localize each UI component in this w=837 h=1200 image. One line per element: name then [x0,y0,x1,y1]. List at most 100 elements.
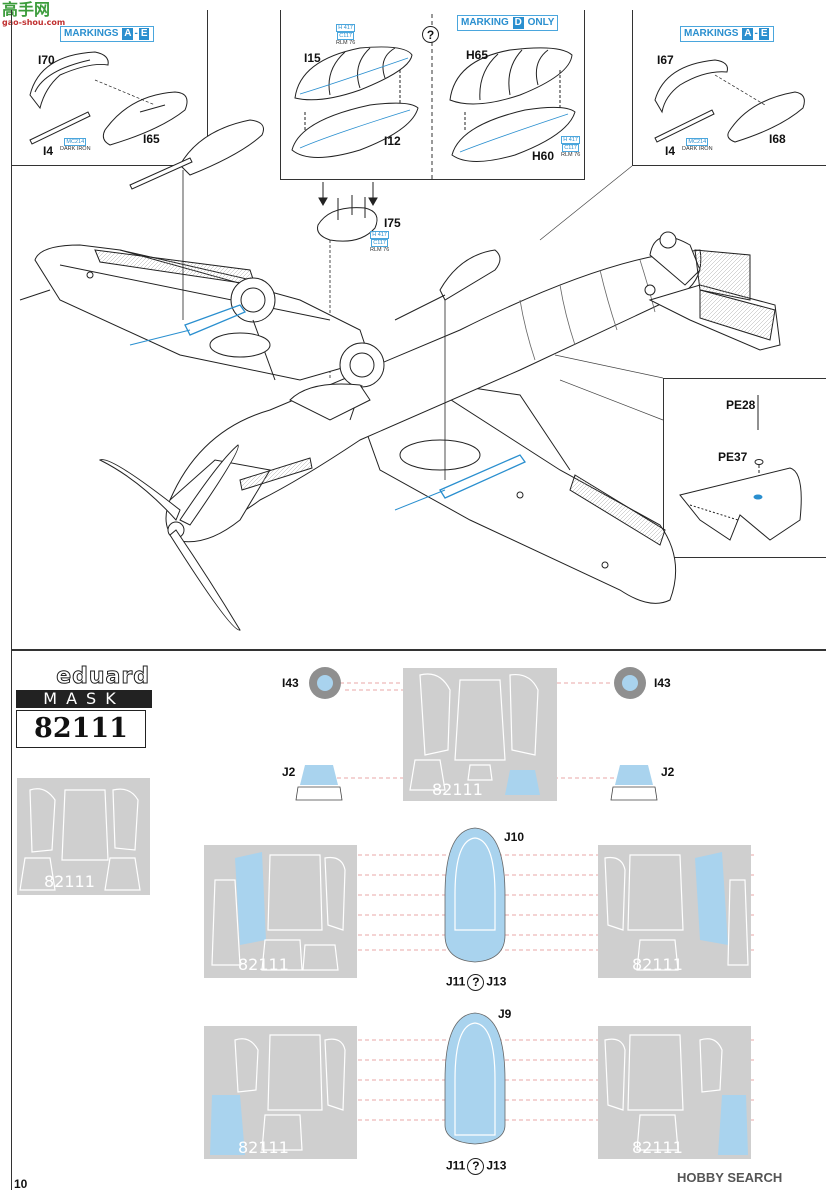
markings-center-tag: MARKING D ONLY [457,15,559,31]
part-i67-drawing [654,59,728,114]
sheet-code-row2-left: 82111 [238,1138,289,1157]
paint-rlm76-h60: RLM 76 [561,152,581,158]
inset-center-frame [280,10,585,180]
mask-i43-right-drawing [614,667,646,699]
eduard-mask-logo: eduard MASK [16,665,152,708]
gear-door-inset-drawing [679,395,802,541]
mask-label-j13-b: J13 [486,1158,507,1173]
inset-left-frame [11,10,208,166]
label-pe28: PE28 [726,398,756,412]
mask-label-j11-a: J11 [446,974,466,989]
part-i15-canopy [294,46,413,101]
question-mark-icon: ? [422,26,439,43]
paint-callout-i15: H 417 C117 RLM 76 [336,24,355,46]
part-i4-left-drawing [29,111,91,145]
markings-left-letter-a: A [122,28,134,40]
label-h65: H65 [466,48,489,62]
markings-center-letter-d: D [512,17,524,29]
part-i65-drawing [102,91,188,146]
paint-dark-iron-right: DARK IRON [682,146,713,152]
markings-right-sep: - [754,28,758,39]
mask-j9-drawing [444,1012,506,1145]
sheet-code-brand: 82111 [44,872,95,891]
markings-right-letter-e: E [758,28,770,40]
paint-mc214-left: MC214 [64,138,87,146]
markings-left-letter-e: E [138,28,150,40]
markings-right-prefix: MARKINGS [684,28,739,39]
mask-label-j2-right: J2 [661,765,675,779]
inset-right-frame [632,10,826,166]
label-i4-left: I4 [43,144,54,158]
paint-c117-h60: C117 [562,144,579,152]
mask-label-i43-left: I43 [282,676,299,690]
inset-gear-door-frame [663,378,826,558]
mask-label-j2-left: J2 [282,765,296,779]
mask-sheet-brand [17,778,150,895]
label-h60: H60 [532,149,555,163]
question-mark-icon: ? [467,974,485,991]
aircraft-drawing [19,231,781,631]
part-i4-right-drawing [654,109,715,143]
watermark-url: gao-shou.com [2,18,66,27]
markings-right-letter-a: A [742,28,754,40]
watermark-title: 高手网 [2,0,51,19]
mask-j10-drawing [444,827,506,963]
question-mark-icon: ? [467,1158,485,1175]
part-i75-drawing [317,195,378,242]
paint-h417-h60: H 417 [561,136,580,144]
part-i12-frame [291,102,419,158]
paint-rlm76-i75: RLM 76 [370,247,390,253]
sheet-code-center: 82111 [432,780,483,799]
page-number: 10 [14,1177,28,1191]
hobby-search-logo: HOBBY SEARCH [677,1170,783,1185]
mask-label-j13-a: J13 [486,974,507,989]
mask-section-frame [11,650,826,1190]
paint-c117-i15: C117 [337,32,354,40]
mask-sheet-row1-left [204,845,357,978]
paint-c117-i75: C117 [371,239,388,247]
part-h60-frame [451,106,576,162]
mask-wordmark: MASK [16,690,152,708]
markings-center-prefix: MARKING [461,17,509,28]
markings-left-prefix: MARKINGS [64,28,119,39]
sheet-code-row1-right: 82111 [632,955,683,974]
part-i68-drawing [727,91,805,143]
sheet-code-row1-left: 82111 [238,955,289,974]
mask-label-j10: J10 [504,830,525,844]
mask-label-j9: J9 [498,1007,512,1021]
mask-i43-left-drawing [309,667,341,699]
markings-right-tag: MARKINGS A-E [680,26,775,42]
paint-rlm76-i15: RLM 76 [336,40,356,46]
paint-callout-left: MC214 DARK IRON [60,138,91,152]
label-i4-right: I4 [665,144,676,158]
paint-dark-iron-left: DARK IRON [60,146,91,152]
label-i15: I15 [304,51,321,65]
paint-callout-h60: H 417 C117 RLM 76 [561,136,580,158]
sheet-code-row2-right: 82111 [632,1138,683,1157]
mask-sheet-row1-right [598,845,751,978]
mask-sheet-row2-left [204,1026,357,1159]
mask-label-i43-right: I43 [654,676,671,690]
label-i75: I75 [384,216,401,230]
markings-left-sep: - [134,28,138,39]
main-illustration-frame [11,10,826,650]
watermark-logo: 高手网 gao-shou.com [2,0,66,28]
label-i70: I70 [38,53,55,67]
mask-label-j11-j13-row1: J11?J13 [446,974,506,991]
paint-h417-i15: H 417 [336,24,355,32]
label-i65: I65 [143,132,160,146]
paint-callout-right: MC214 DARK IRON [682,138,713,152]
label-pe37: PE37 [718,450,748,464]
paint-mc214-right: MC214 [686,138,709,146]
markings-left-tag: MARKINGS A-E [60,26,155,42]
part-h65-canopy [449,47,573,105]
mask-sheet-center [403,668,557,801]
markings-center-suffix: ONLY [527,17,555,28]
label-i68: I68 [769,132,786,146]
mask-sheet-row2-right [598,1026,751,1159]
mask-code-box: 82111 [16,710,146,748]
part-left-door-above-wing [129,119,264,190]
label-i67: I67 [657,53,674,67]
mask-j2-left-drawing [295,765,343,801]
